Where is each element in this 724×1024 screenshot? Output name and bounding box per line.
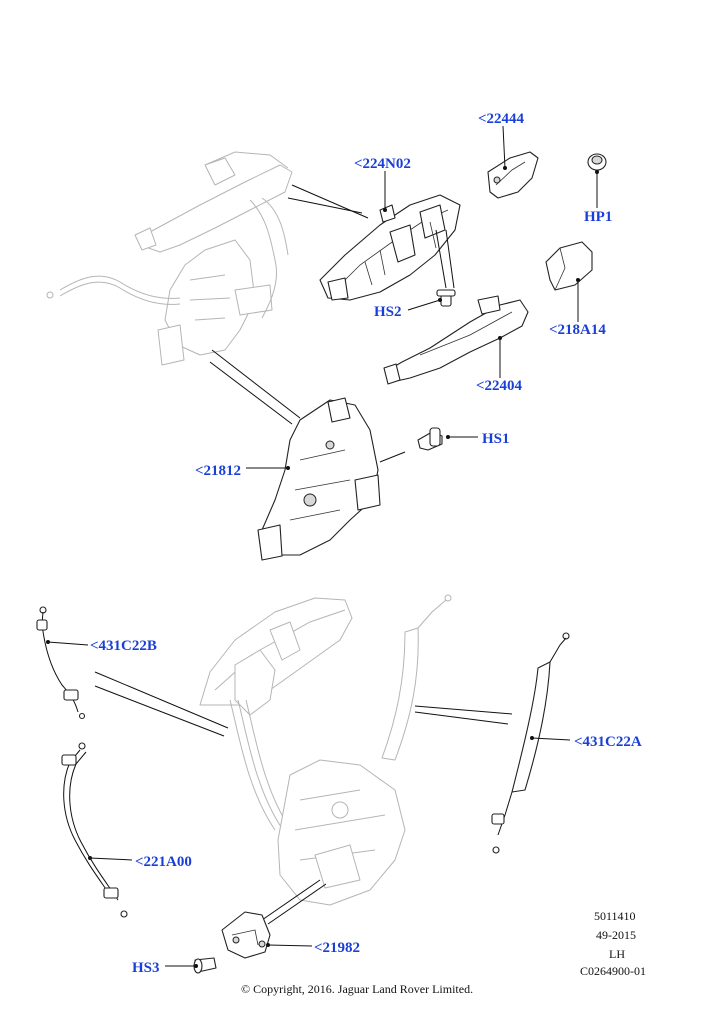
callout-431c22b[interactable]: <431C22B <box>90 638 157 654</box>
door-handle-part <box>383 295 529 385</box>
meta-line-2: 49-2015 <box>596 928 636 942</box>
plug-part <box>587 153 607 171</box>
cable-431c22a-part <box>491 632 570 854</box>
meta-line-3: LH <box>609 947 625 961</box>
callout-22444[interactable]: <22444 <box>478 111 525 127</box>
callout-22404[interactable]: <22404 <box>476 378 523 394</box>
copyright-text: © Copyright, 2016. Jaguar Land Rover Lim… <box>241 982 473 996</box>
callout-431c22a[interactable]: <431C22A <box>574 734 642 750</box>
meta-line-4: C0264900-01 <box>580 964 646 978</box>
callout-hp1[interactable]: HP1 <box>584 209 612 225</box>
callout-hs2[interactable]: HS2 <box>374 304 402 320</box>
callout-224n02[interactable]: <224N02 <box>354 156 411 172</box>
handle-bracket-part <box>319 194 461 301</box>
cable-431c22b-part <box>36 606 86 720</box>
door-latch-part <box>257 397 381 561</box>
screw-hs2-part <box>436 289 456 307</box>
cover-plate-part <box>487 151 539 199</box>
bolt-hs1-part <box>417 427 443 451</box>
callout-218a14[interactable]: <218A14 <box>549 322 606 338</box>
ghost-door-assembly <box>199 594 452 906</box>
cable-221a00-part <box>61 742 128 918</box>
meta-line-1: 5011410 <box>594 909 636 923</box>
callout-221a00[interactable]: <221A00 <box>135 854 192 870</box>
end-cap-part <box>545 241 593 291</box>
callout-21982[interactable]: <21982 <box>314 940 360 956</box>
callout-hs3[interactable]: HS3 <box>132 960 160 976</box>
striker-plate-part <box>221 911 271 959</box>
callout-hs1[interactable]: HS1 <box>482 431 510 447</box>
ghost-handle-latch-assembly <box>46 151 293 366</box>
callout-21812[interactable]: <21812 <box>195 463 241 479</box>
